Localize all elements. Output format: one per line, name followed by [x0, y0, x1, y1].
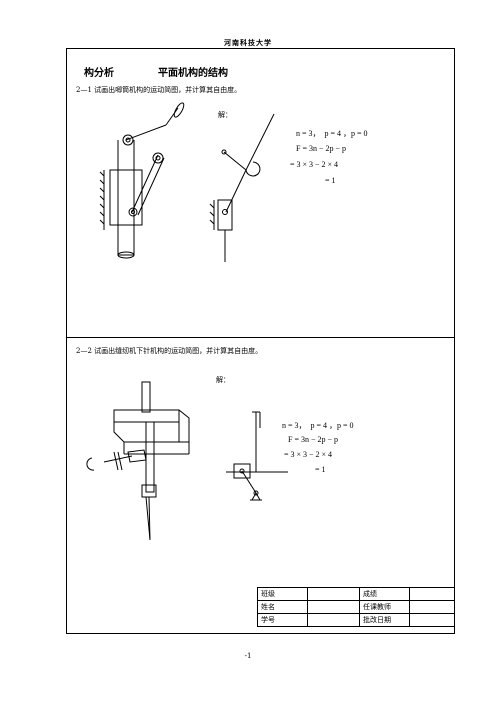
- pump-kinematic-diagram: [209, 113, 275, 262]
- label-score: 成绩: [359, 587, 410, 601]
- sewing-kinematic-diagram: [226, 411, 288, 501]
- page-number: -1: [244, 652, 252, 660]
- problem-2-eq-1: n = 3， p = 4 ，p = 0: [282, 421, 354, 430]
- problem-1-eq-3: = 3 × 3 − 2 × 4: [290, 160, 339, 169]
- problem-1-eq-4: = 1: [325, 176, 336, 185]
- problem-2-question: 2—2 试画出缝纫机下针机构的运动简图，并计算其自由度。: [76, 347, 263, 355]
- worksheet-frame: [66, 48, 455, 634]
- problem-2-eq-2: F = 3n − 2p − p: [288, 435, 338, 444]
- field-grading-date[interactable]: [409, 613, 455, 627]
- label-teacher: 任课教师: [359, 600, 410, 614]
- problem-1-eq-1: n = 3， p = 4 ，p = 0: [296, 129, 368, 138]
- field-name[interactable]: [307, 600, 360, 614]
- field-score[interactable]: [409, 587, 455, 601]
- student-info-table: 班级 成绩 姓名 任课教师 学号 批改日期: [257, 587, 455, 627]
- label-grading-date: 批改日期: [359, 613, 410, 627]
- field-teacher[interactable]: [409, 600, 455, 614]
- field-class[interactable]: [307, 587, 360, 601]
- problem-1-solution-label: 解：: [218, 111, 232, 119]
- table-row: 班级 成绩: [257, 587, 455, 601]
- label-class: 班级: [257, 587, 308, 601]
- university-header: 河南科技大学: [224, 38, 272, 47]
- problem-2-eq-3: = 3 × 3 − 2 × 4: [284, 450, 333, 459]
- table-row: 学号 批改日期: [257, 613, 455, 627]
- section-divider: [66, 337, 455, 338]
- problem-2-solution-label: 解：: [216, 376, 230, 384]
- sewing-mechanism-illustration: [86, 381, 190, 541]
- table-row: 姓名 任课教师: [257, 600, 455, 614]
- section-title-left: 构分析: [84, 68, 114, 79]
- problem-1-question: 2—1 试画出唧筒机构的运动简图，并计算其自由度。: [76, 86, 242, 94]
- section-title-right: 平面机构的结构: [158, 68, 228, 79]
- field-student-id[interactable]: [307, 613, 360, 627]
- label-name: 姓名: [257, 600, 308, 614]
- label-student-id: 学号: [257, 613, 308, 627]
- problem-2-eq-4: = 1: [315, 465, 326, 474]
- problem-1-eq-2: F = 3n − 2p − p: [296, 144, 346, 153]
- pump-mechanism-illustration: [99, 102, 185, 259]
